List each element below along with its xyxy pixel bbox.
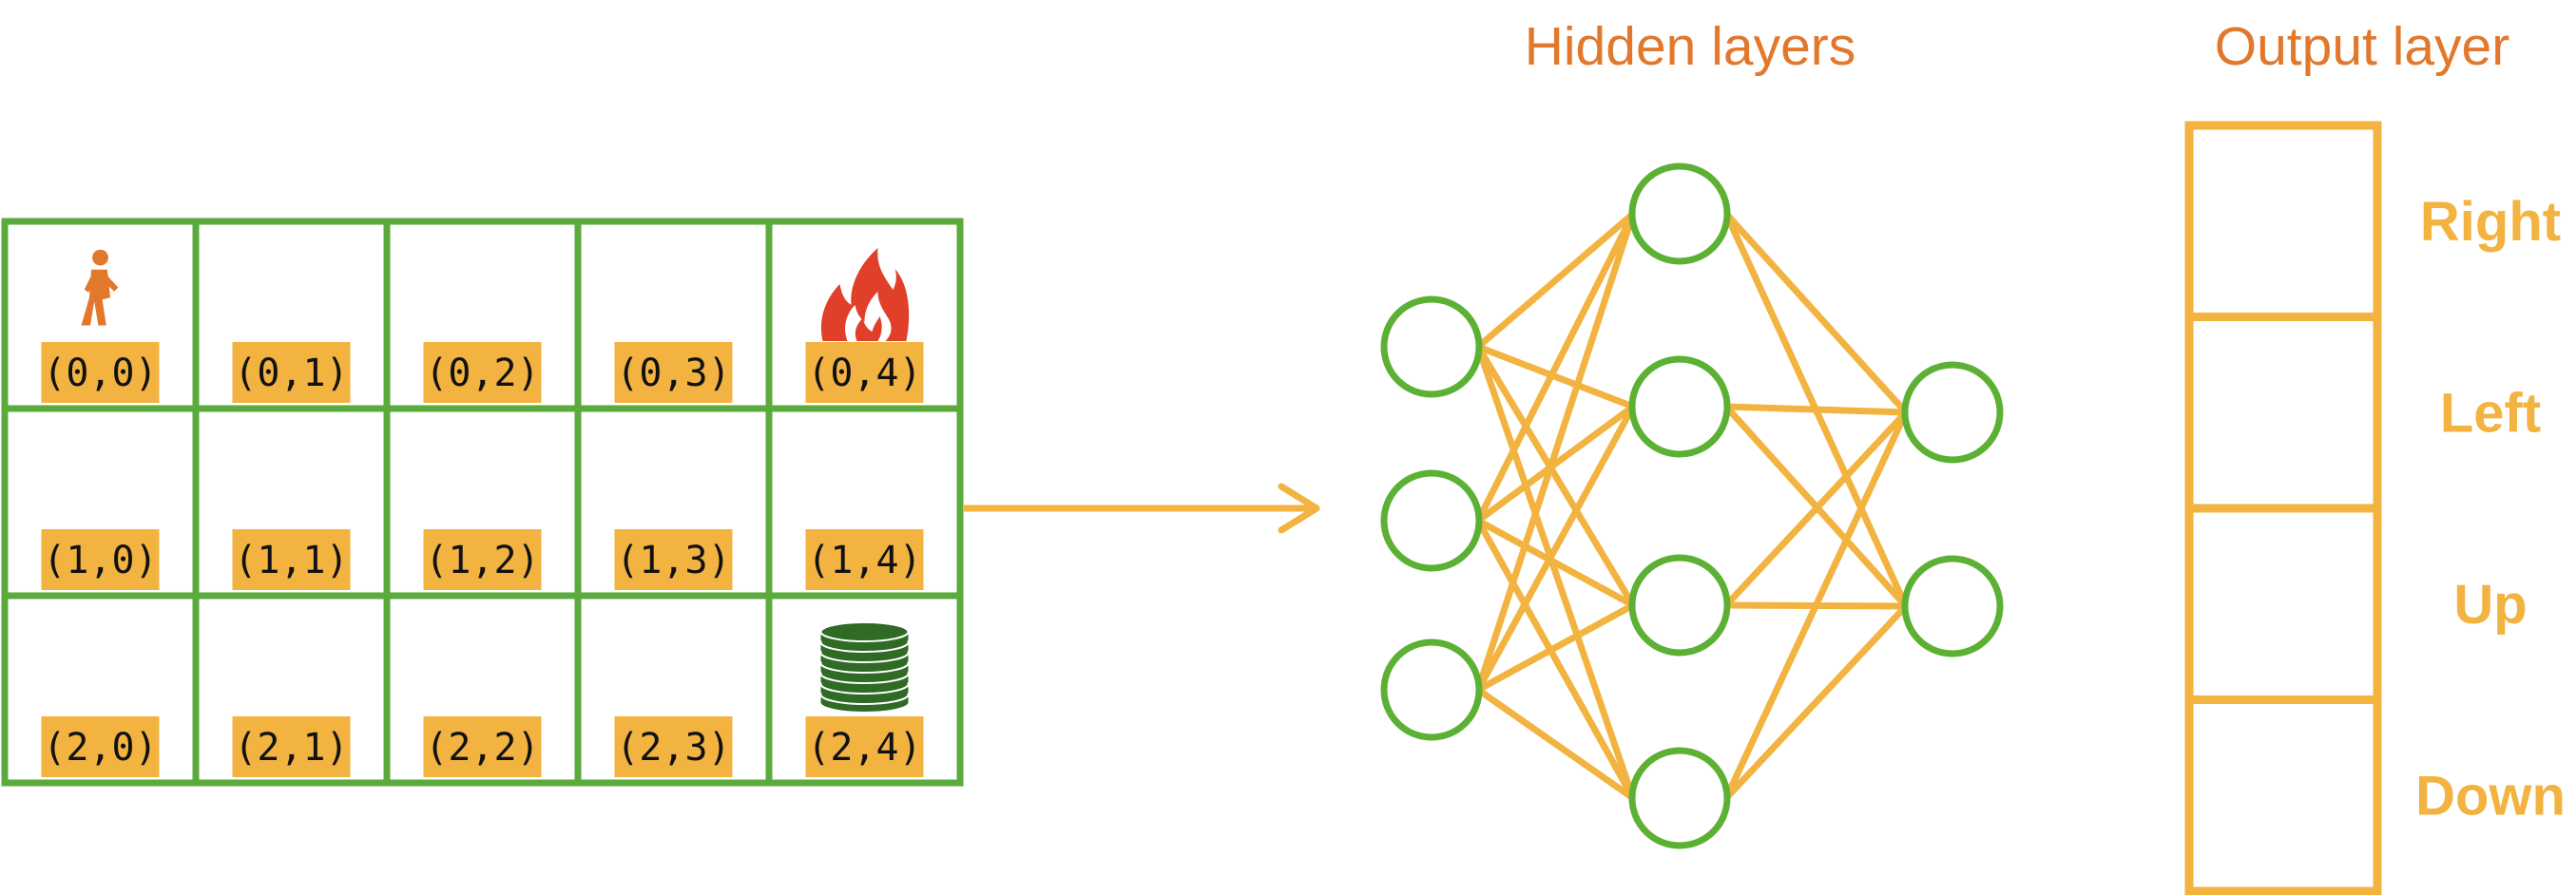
cell-label-bg bbox=[232, 342, 351, 403]
cell-label: (2,3) bbox=[616, 726, 730, 770]
grid-cell: (0,4) bbox=[805, 248, 924, 403]
network-edge bbox=[1474, 601, 1637, 694]
network-edge bbox=[1474, 403, 1637, 524]
network-edge bbox=[1474, 517, 1637, 802]
person-walking-icon bbox=[81, 249, 119, 326]
cell-label-bg bbox=[614, 342, 733, 403]
cell-label: (0,1) bbox=[234, 352, 348, 395]
hidden-layers-heading: Hidden layers bbox=[1525, 16, 1856, 77]
grid-cell: (1,2) bbox=[423, 529, 542, 590]
network-edge bbox=[1722, 409, 1910, 609]
grid-cell: (0,3) bbox=[614, 342, 733, 403]
grid-cell: (2,0) bbox=[41, 716, 160, 777]
cell-label-bg bbox=[614, 529, 733, 590]
grid-cell: (1,4) bbox=[805, 529, 924, 590]
network-node bbox=[1901, 555, 2004, 657]
cell-label: (1,4) bbox=[807, 539, 921, 582]
cell-label-bg bbox=[41, 342, 160, 403]
network-edge bbox=[1474, 343, 1637, 410]
network-edge bbox=[1474, 686, 1637, 802]
network-edge bbox=[1474, 210, 1637, 351]
network-edge bbox=[1474, 210, 1637, 694]
network-node bbox=[1628, 355, 1731, 458]
cell-label-bg bbox=[41, 529, 160, 590]
state-grid: (0,0) (0,1) (0,2) (0,3) (0,4) (1,0) (1,1) (1,2)… bbox=[1, 218, 964, 787]
output-layer-heading: Output layer bbox=[2215, 16, 2510, 77]
coin-stack-icon bbox=[819, 621, 910, 712]
cell-label-bg bbox=[805, 342, 924, 403]
network-node bbox=[1628, 162, 1731, 265]
network-node bbox=[1628, 747, 1731, 849]
cell-label-bg bbox=[232, 716, 351, 777]
cell-label-bg bbox=[805, 716, 924, 777]
fire-icon bbox=[820, 248, 910, 341]
output-action-right: Right bbox=[2420, 191, 2561, 253]
cell-label: (2,0) bbox=[43, 726, 157, 770]
grid-cell: (1,3) bbox=[614, 529, 733, 590]
cell-label-bg bbox=[41, 716, 160, 777]
cell-label: (1,3) bbox=[616, 539, 730, 582]
output-action-left: Left bbox=[2440, 382, 2541, 444]
cell-label-bg bbox=[423, 716, 542, 777]
network-edge bbox=[1722, 403, 1910, 416]
cell-label: (1,2) bbox=[425, 539, 539, 582]
network-edges bbox=[1474, 210, 1910, 802]
cell-label: (2,4) bbox=[807, 726, 921, 770]
network-edge bbox=[1474, 343, 1637, 802]
network-edge bbox=[1474, 210, 1637, 524]
network-nodes bbox=[1380, 162, 2004, 849]
network-node bbox=[1380, 638, 1483, 741]
cell-label-bg bbox=[423, 342, 542, 403]
cell-label: (2,1) bbox=[234, 726, 348, 770]
network-edge bbox=[1474, 517, 1637, 609]
grid-cell: (0,0) bbox=[41, 249, 160, 403]
grid-cell: (2,4) bbox=[805, 621, 924, 777]
grid-cell: (0,2) bbox=[423, 342, 542, 403]
cell-label: (0,3) bbox=[616, 352, 730, 395]
network-node bbox=[1628, 554, 1731, 657]
input-arrow bbox=[964, 483, 1320, 534]
grid-cell: (1,0) bbox=[41, 529, 160, 590]
network-edge bbox=[1474, 403, 1637, 694]
cell-label-bg bbox=[805, 529, 924, 590]
cell-label: (0,0) bbox=[43, 352, 157, 395]
network-node bbox=[1380, 469, 1483, 572]
network-edge bbox=[1474, 343, 1637, 609]
grid-cell: (2,3) bbox=[614, 716, 733, 777]
cell-label: (2,2) bbox=[425, 726, 539, 770]
cell-label: (0,4) bbox=[807, 352, 921, 395]
grid-lines bbox=[1, 218, 964, 787]
cell-label: (1,0) bbox=[43, 539, 157, 582]
output-boxes bbox=[2184, 121, 2382, 895]
cell-label-bg bbox=[423, 529, 542, 590]
grid-cell: (1,1) bbox=[232, 529, 351, 590]
grid-cell: (2,1) bbox=[232, 716, 351, 777]
network-node bbox=[1901, 361, 2004, 464]
network-edge bbox=[1722, 602, 1910, 802]
network-node bbox=[1380, 295, 1483, 398]
cell-label: (1,1) bbox=[234, 539, 348, 582]
cell-label-bg bbox=[614, 716, 733, 777]
output-action-down: Down bbox=[2415, 765, 2566, 827]
grid-cell: (0,1) bbox=[232, 342, 351, 403]
network-edge bbox=[1722, 409, 1910, 802]
output-action-up: Up bbox=[2453, 574, 2527, 636]
network-edge bbox=[1722, 210, 1910, 416]
cell-label-bg bbox=[232, 529, 351, 590]
cell-label: (0,2) bbox=[425, 352, 539, 395]
grid-cell: (2,2) bbox=[423, 716, 542, 777]
